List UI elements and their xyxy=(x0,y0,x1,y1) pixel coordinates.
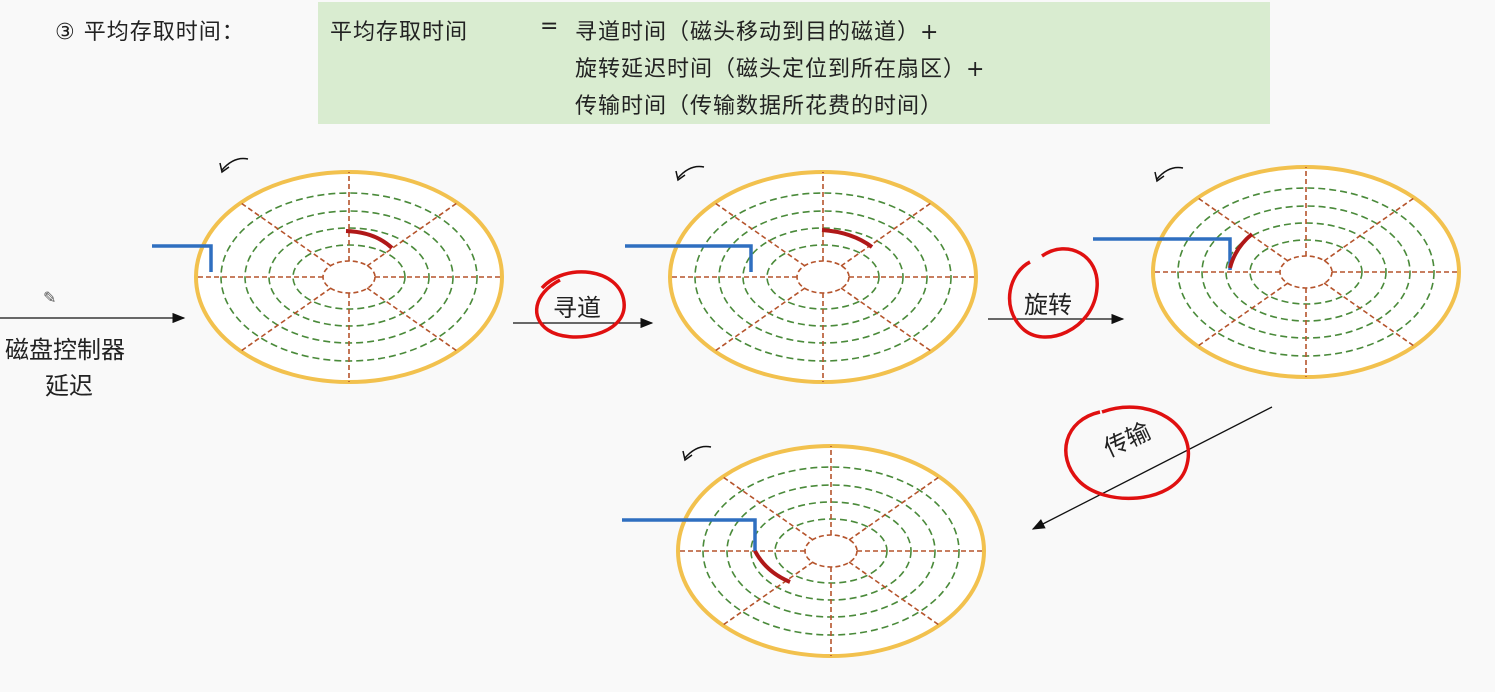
disk-4 xyxy=(676,444,986,658)
section-heading: ③ 平均存取时间： xyxy=(55,20,245,45)
disk-head-arm xyxy=(152,244,213,272)
rotation-arrow-icon xyxy=(675,165,705,181)
rotate-label: 旋转 xyxy=(1024,291,1072,319)
disk-1 xyxy=(194,170,504,384)
controller-delay-label-2: 延迟 xyxy=(45,372,93,400)
disk-head-arm xyxy=(1093,237,1232,270)
formula-line-1: 寻道时间（磁头移动到目的磁道）+ xyxy=(575,20,940,45)
data-sector-arc xyxy=(821,228,874,249)
annotation-circle xyxy=(1064,405,1190,501)
rotation-arrow-icon xyxy=(682,445,712,461)
formula-equals: = xyxy=(540,14,560,39)
seek-label: 寻道 xyxy=(553,294,601,322)
pencil-icon: ✎ xyxy=(43,288,57,307)
controller-delay-label-1: 磁盘控制器 xyxy=(5,336,125,364)
formula-box xyxy=(318,2,1270,124)
rotation-arrow-icon xyxy=(1154,166,1184,182)
rotation-arrow-icon xyxy=(219,157,249,173)
disk-2 xyxy=(668,170,978,384)
data-sector-arc xyxy=(345,229,394,250)
formula-lhs: 平均存取时间 xyxy=(330,20,469,45)
annotation-circle xyxy=(534,270,626,339)
arrow-icon xyxy=(1031,406,1273,530)
disk-head-arm xyxy=(622,518,757,551)
data-sector-arc xyxy=(753,550,791,584)
annotation-circle xyxy=(1007,247,1099,339)
disk-3 xyxy=(1151,165,1461,379)
formula-line-2: 旋转延迟时间（磁头定位到所在扇区）+ xyxy=(575,57,986,82)
formula-line-3: 传输时间（传输数据所花费的时间） xyxy=(575,94,944,119)
disk-head-arm xyxy=(625,244,753,272)
data-sector-arc xyxy=(1228,232,1254,269)
